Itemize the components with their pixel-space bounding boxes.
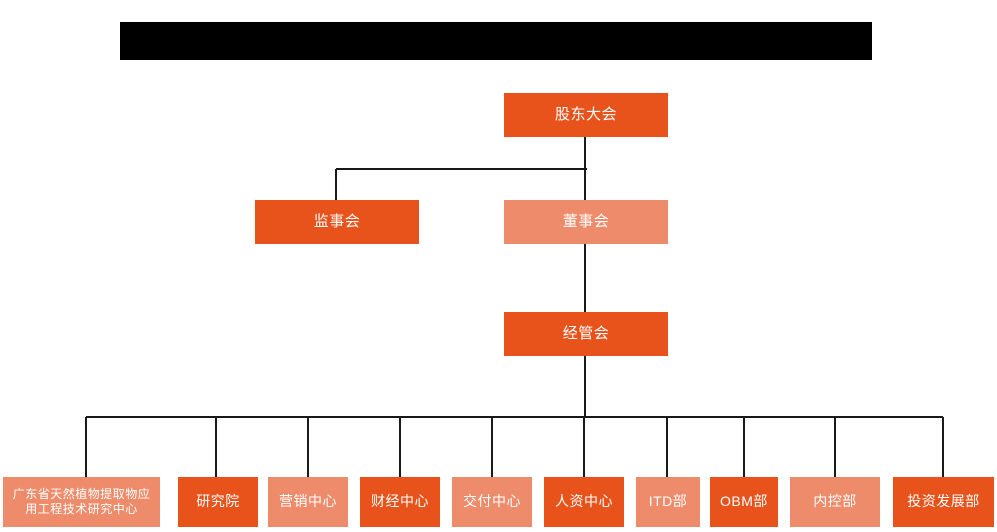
connector-supervisory-drop: [335, 169, 337, 200]
connector-drop-research: [215, 417, 217, 477]
connector-drop-finance: [399, 417, 401, 477]
org-node-obm-dept[interactable]: OBM部: [710, 477, 778, 527]
org-node-label: 董事会: [562, 212, 610, 230]
org-node-hr-center[interactable]: 人资中心: [544, 477, 624, 527]
org-node-management[interactable]: 经管会: [504, 312, 668, 356]
connector-board-drop: [584, 169, 586, 200]
org-node-label: ITD部: [648, 493, 688, 510]
org-node-label: 财经中心: [371, 493, 429, 510]
connector-management-down: [584, 356, 586, 417]
org-node-label: 交付中心: [463, 493, 521, 510]
org-node-shareholders[interactable]: 股东大会: [504, 93, 668, 137]
connector-drop-rnd-center: [85, 417, 87, 477]
connector-drop-delivery: [491, 417, 493, 477]
org-node-itd-dept[interactable]: ITD部: [636, 477, 700, 527]
redacted-title-bar: [120, 22, 872, 60]
connector-level4-bus: [86, 416, 943, 418]
org-node-finance-center[interactable]: 财经中心: [360, 477, 440, 527]
connector-drop-hr: [583, 417, 585, 477]
org-node-label: 广东省天然植物提取物应 用工程技术研究中心: [12, 487, 151, 516]
org-node-label: 投资发展部: [907, 493, 980, 510]
org-node-investment-dev[interactable]: 投资发展部: [893, 477, 994, 527]
connector-level2-bus: [336, 168, 587, 170]
org-node-board[interactable]: 董事会: [504, 200, 668, 244]
org-node-label: 内控部: [813, 493, 857, 510]
org-node-label: 人资中心: [555, 493, 613, 510]
connector-board-to-management: [584, 244, 586, 312]
org-node-label: OBM部: [720, 493, 768, 510]
org-node-label: 股东大会: [554, 105, 617, 123]
org-node-internal-control[interactable]: 内控部: [790, 477, 880, 527]
org-node-rnd-center[interactable]: 广东省天然植物提取物应 用工程技术研究中心: [3, 477, 160, 527]
connector-drop-itd: [666, 417, 668, 477]
connector-drop-internal-control: [834, 417, 836, 477]
org-node-label: 经管会: [562, 324, 610, 342]
connector-drop-obm: [743, 417, 745, 477]
org-node-research-institute[interactable]: 研究院: [178, 477, 258, 527]
org-node-delivery-center[interactable]: 交付中心: [452, 477, 532, 527]
org-node-marketing-center[interactable]: 营销中心: [268, 477, 348, 527]
connector-drop-marketing: [307, 417, 309, 477]
org-node-label: 研究院: [196, 493, 240, 510]
connector-drop-investment: [942, 417, 944, 477]
org-node-supervisory[interactable]: 监事会: [255, 200, 419, 244]
org-node-label: 监事会: [313, 212, 361, 230]
org-node-label: 营销中心: [279, 493, 337, 510]
